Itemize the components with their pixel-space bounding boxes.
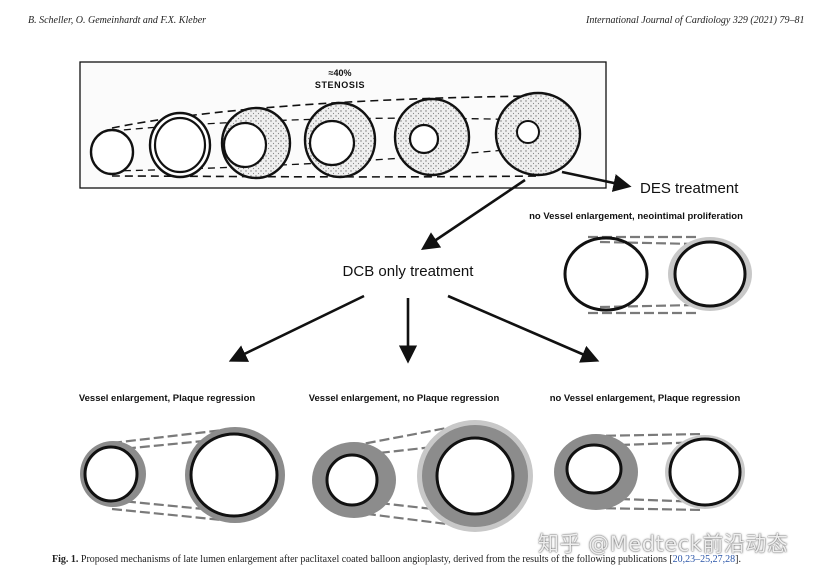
panel-1-title: Vessel enlargement, Plaque regression [79,393,256,404]
panel-3-vessels [554,432,745,512]
arrow-to-dcb [420,178,526,251]
arrow-to-panel-3 [447,294,600,363]
caption-references-link[interactable]: 20,23–25,27,28 [672,554,736,565]
panel-2-title: Vessel enlargement, no Plaque regression [309,393,500,404]
caption-end: ]. [735,554,742,565]
stenosis-label: STENOSIS [315,80,365,90]
arrow-to-panel-1 [228,294,365,362]
running-header-authors: B. Scheller, O. Gemeinhardt and F.X. Kle… [28,15,207,26]
stenosis-progression-drawing [89,91,582,180]
panel-1-vessels [80,427,285,523]
des-treatment-label: DES treatment [640,180,739,197]
running-header-journal: International Journal of Cardiology 329 … [586,15,805,26]
watermark: 知乎 @Medteck前沿动态 [538,532,789,556]
des-subtitle: no Vessel enlargement, neointimal prolif… [529,211,743,222]
stenosis-label-percent: ≈40% [329,68,352,78]
dcb-treatment-label: DCB only treatment [343,263,475,280]
caption-label: Fig. 1. [52,554,79,565]
des-vessel-pair [563,235,752,315]
panel-2-vessels [312,420,533,532]
figure-caption: Fig. 1. Proposed mechanisms of late lume… [52,554,792,565]
arrow-to-des [561,170,632,192]
caption-text: Proposed mechanisms of late lumen enlarg… [78,554,673,565]
panel-3-title: no Vessel enlargement, Plaque regression [550,393,741,404]
flow-arrows [228,170,632,364]
